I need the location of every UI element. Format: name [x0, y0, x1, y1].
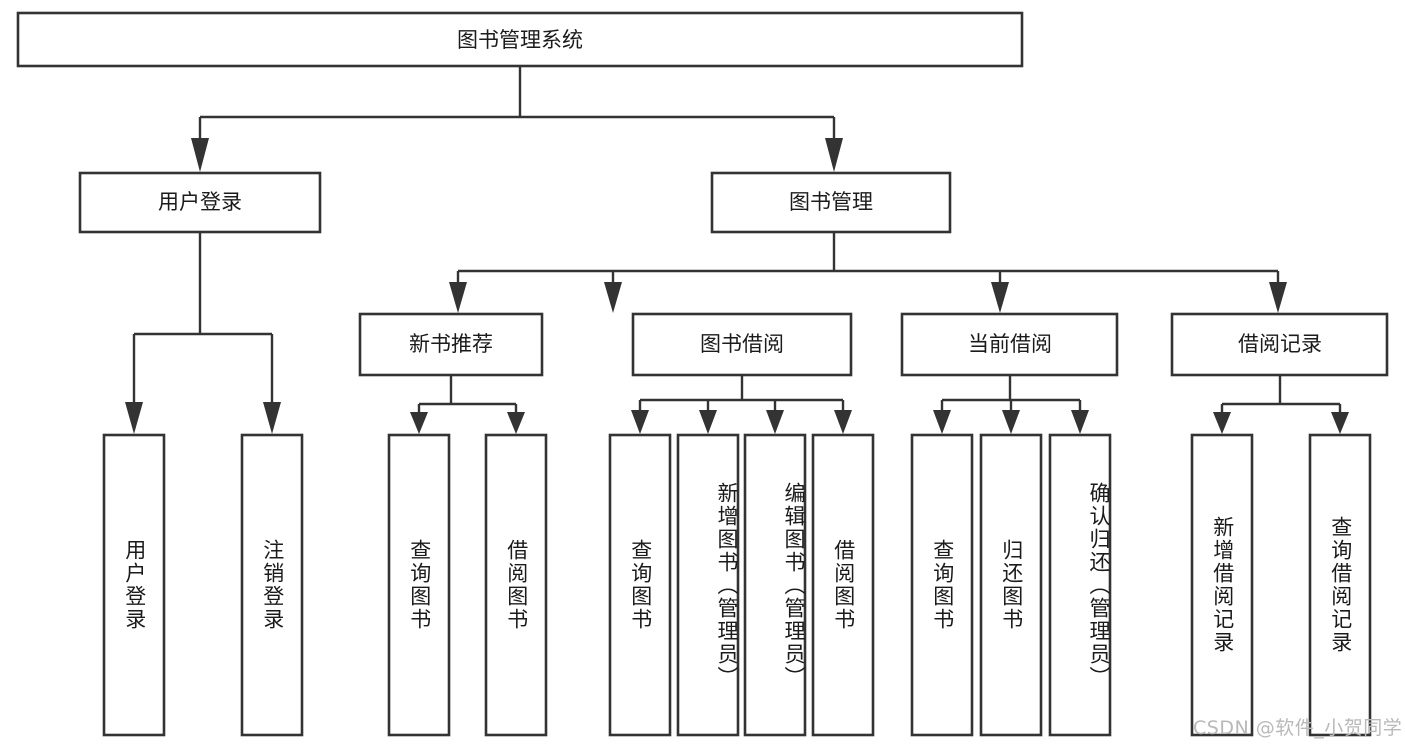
arrow-head-icon	[1002, 410, 1020, 434]
node-root-library-system[interactable]: 图书管理系统	[16, 11, 1024, 68]
leaf-box[interactable]	[484, 433, 548, 737]
connector-bookmgmt-to-level2	[449, 232, 1287, 313]
leaf-box[interactable]	[1048, 433, 1112, 737]
csdn-watermark: CSDN @软件_小贺同学	[1193, 717, 1403, 739]
connector-userlogin-to-leaves	[125, 232, 281, 434]
node-label: 用户登录	[158, 190, 242, 214]
node-book-borrow[interactable]: 图书借阅	[631, 312, 853, 377]
leaf-box[interactable]	[387, 433, 451, 737]
connector-borrow-to-leaves	[631, 375, 852, 434]
arrow-head-icon	[604, 282, 622, 313]
node-label: 图书借阅	[700, 332, 784, 356]
leaf-box[interactable]	[743, 433, 807, 737]
leaf-box[interactable]	[1190, 433, 1254, 737]
arrow-head-icon	[449, 282, 467, 313]
leaf-box[interactable]	[240, 433, 304, 737]
node-box[interactable]	[900, 312, 1119, 377]
arrow-head-icon	[125, 402, 143, 434]
node-box[interactable]	[710, 171, 952, 234]
node-box[interactable]	[78, 171, 322, 234]
node-label: 借阅记录	[1238, 332, 1322, 356]
leaf-box[interactable]	[1308, 433, 1372, 737]
arrow-head-icon	[410, 412, 428, 434]
node-label: 新书推荐	[409, 332, 493, 356]
leaf-box[interactable]	[608, 433, 672, 737]
node-book-management[interactable]: 图书管理	[710, 171, 952, 234]
node-box[interactable]	[1170, 312, 1389, 377]
connector-current-to-leaves	[933, 375, 1089, 434]
arrow-head-icon	[191, 138, 209, 172]
leaf-box[interactable]	[979, 433, 1043, 737]
arrow-head-icon	[1213, 412, 1231, 434]
arrow-head-icon	[933, 410, 951, 434]
node-label: 图书管理系统	[457, 28, 583, 52]
arrow-head-icon	[766, 410, 784, 434]
connector-newbook-to-leaves	[410, 375, 525, 434]
arrow-head-icon	[507, 412, 525, 434]
arrow-head-icon	[991, 282, 1009, 313]
arrow-head-icon	[699, 410, 717, 434]
node-current-borrow[interactable]: 当前借阅	[900, 312, 1119, 377]
node-box[interactable]	[358, 312, 544, 377]
leaf-box[interactable]	[676, 433, 740, 737]
leaf-box[interactable]	[910, 433, 974, 737]
arrow-head-icon	[825, 138, 843, 172]
node-label: 当前借阅	[968, 332, 1052, 356]
leaf-box[interactable]	[811, 433, 875, 737]
leaf-box[interactable]	[102, 433, 166, 737]
node-box[interactable]	[16, 11, 1024, 68]
arrow-head-icon	[1269, 282, 1287, 313]
leaf-boxes	[102, 433, 1372, 737]
arrow-head-icon	[1071, 410, 1089, 434]
arrow-head-icon	[263, 402, 281, 434]
arrow-head-icon	[1331, 412, 1349, 434]
node-box[interactable]	[631, 312, 853, 377]
node-label: 图书管理	[789, 190, 873, 214]
arrow-head-icon	[631, 410, 649, 434]
arrow-head-icon	[834, 410, 852, 434]
connector-root-to-level1	[191, 66, 843, 172]
node-new-book-recommend[interactable]: 新书推荐	[358, 312, 544, 377]
node-user-login[interactable]: 用户登录	[78, 171, 322, 234]
connector-record-to-leaves	[1213, 375, 1349, 434]
node-borrow-record[interactable]: 借阅记录	[1170, 312, 1389, 377]
